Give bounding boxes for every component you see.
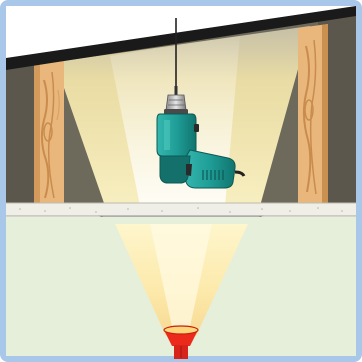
left-stud — [34, 60, 64, 203]
right-stud — [298, 24, 328, 203]
ceiling-board — [6, 203, 356, 216]
